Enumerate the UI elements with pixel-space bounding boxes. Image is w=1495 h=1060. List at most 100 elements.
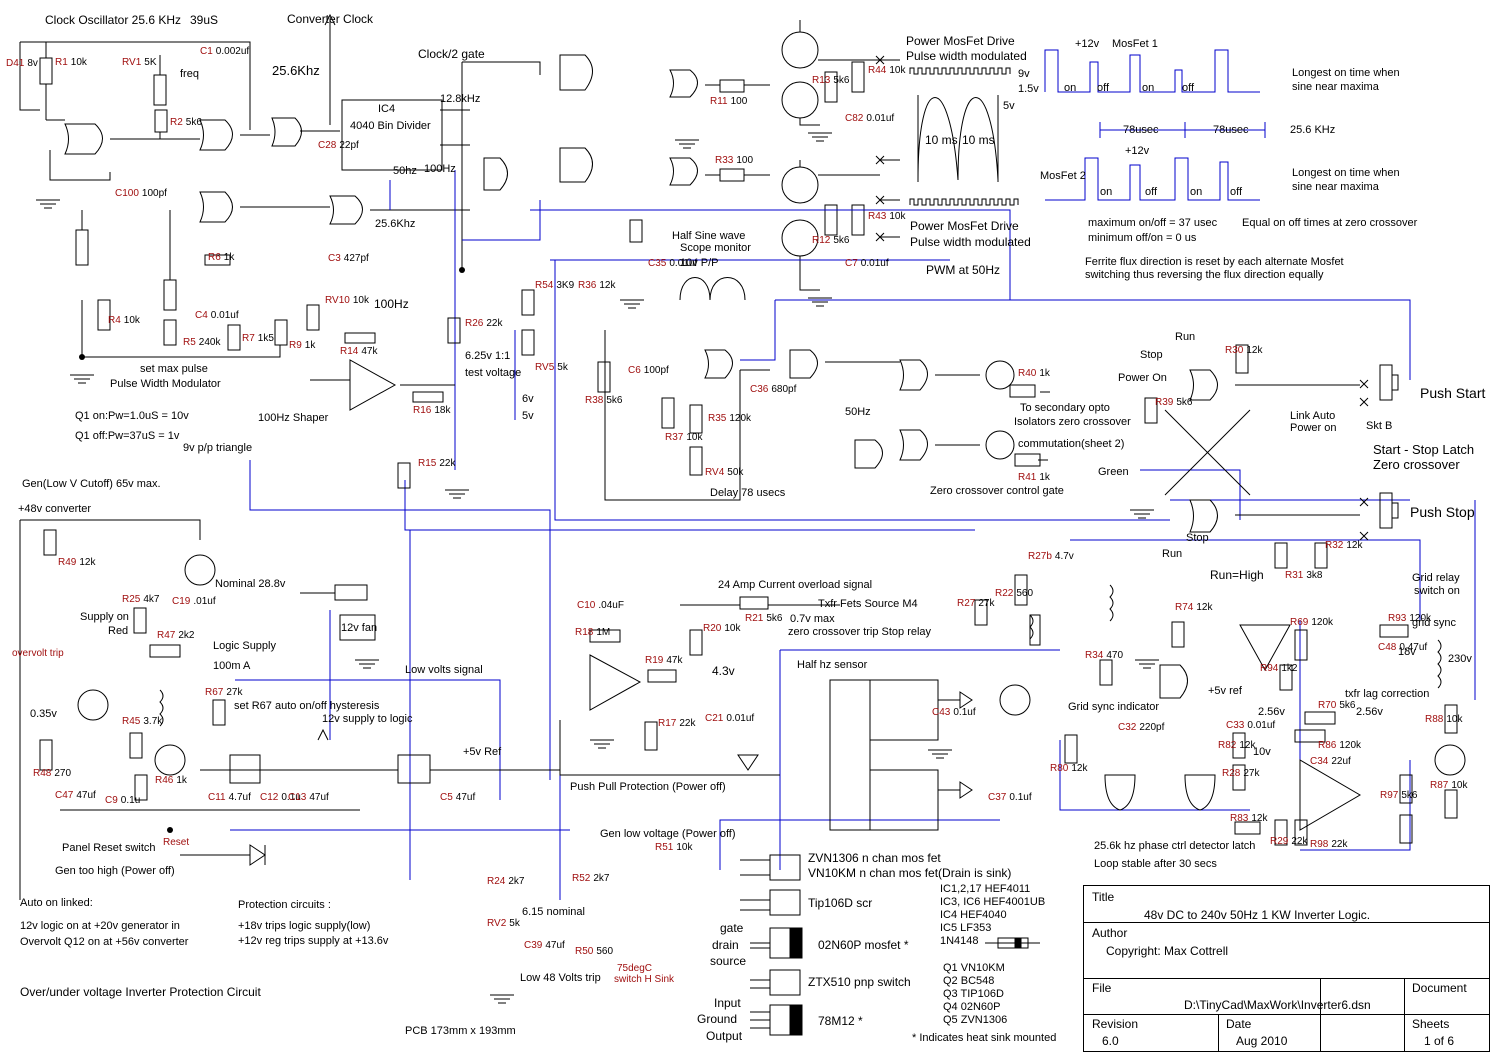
component-designator: R32 [1325,540,1344,551]
v10-label: 10v [1253,746,1271,758]
power-on-label: Power On [1118,372,1167,384]
legend-ground: Ground [697,1012,738,1026]
component-value: 18k [434,405,451,416]
grid-indicator: Grid sync indicator [1068,701,1160,713]
component-value: 27k [226,687,243,698]
component-value: 12k [1239,740,1256,751]
component-value: 0.002uf [215,46,250,57]
component-designator: C3 [328,253,341,264]
component-designator: R45 [122,716,141,727]
component-value: 3.7k [143,716,163,727]
q-list-item: Q1 VN10KM [943,962,1005,974]
txfr-lag: txfr lag correction [1345,688,1430,700]
heat-sink-note: * Indicates heat sink mounted [912,1032,1057,1044]
component-value: 0.01uf [1247,720,1276,731]
title-block: Title 48v DC to 240v 50Hz 1 KW Inverter … [1083,885,1490,1052]
component-value: 560 [596,946,614,957]
component-value: 47uf [76,790,96,801]
on-1: on [1064,82,1077,94]
component-designator: C10 [577,600,596,611]
gen-low-cutoff: Gen(Low V Cutoff) 65v max. [22,478,161,490]
component-value: 100 [736,155,754,166]
grid-relay: Grid relay [1412,572,1460,584]
component-value: 5k6 [833,75,850,86]
component-designator: RV2 [487,918,507,929]
ms10a: 10 ms [925,133,958,147]
component-designator: R9 [289,340,302,351]
component-value: 12k [1196,602,1213,613]
fan-label: 12v fan [341,622,378,634]
component-value: 10k [889,65,906,76]
component-designator: R93 [1388,613,1407,624]
low48-trip: Low 48 Volts trip [520,972,601,984]
component-value: 22k [1331,839,1348,850]
component-designator: R28 [1222,768,1241,779]
component-designator: R17 [658,718,677,729]
divider-desc: 4040 Bin Divider [350,120,431,132]
ic-list-item: 1N4148 [940,935,979,947]
component-designator: D41 [6,58,25,69]
legend-output: Output [706,1029,743,1043]
component-value: 27k [978,598,995,609]
v5-label: 5v [522,410,534,422]
ferrite1: Ferrite flux direction is reset by each … [1085,256,1344,268]
ma100: 100m A [213,660,251,672]
ref5v: +5v Ref [463,746,502,758]
ic-list: IC1,2,17 HEF4011 IC3, IC6 HEF4001UB IC4 … [940,883,1045,948]
component-value: 0.1uf [1009,792,1032,803]
component-value: 4k7 [143,594,160,605]
component-designator: C7 [845,258,858,269]
component-designator: C47 [55,790,74,801]
component-designator: C48 [1378,642,1397,653]
component-value: 1k2 [1281,663,1298,674]
legend-drain: drain [712,938,739,952]
prot-circuits: Protection circuits : [238,899,331,911]
author-value: Copyright: Max Cottrell [1106,944,1229,958]
component-designator: R48 [33,768,52,779]
q1-off-note: Q1 off:Pw=37uS = 1v [75,430,180,442]
date-value: Aug 2010 [1236,1034,1288,1048]
component-designator: C36 [750,384,769,395]
plus12-bot: +12v [1125,145,1150,157]
revision-value: 6.0 [1102,1034,1119,1048]
zc-gate-label: Zero crossover control gate [930,485,1064,497]
component-value: 10k [352,295,369,306]
component-designator: R20 [703,623,722,634]
pwm-bot: Pulse width modulated [910,235,1031,249]
q-list: Q1 VN10KM Q2 BC548 Q3 TIP106D Q4 02N60P … [943,962,1007,1027]
component-designator: R34 [1085,650,1104,661]
q-list-item: Q4 02N60P [943,1001,1001,1013]
title-value: 48v DC to 240v 50Hz 1 KW Inverter Logic. [1144,908,1371,922]
component-designator: C11 [208,792,226,803]
component-designator: C6 [628,365,641,376]
pwm50-label: PWM at 50Hz [926,263,1001,277]
opto-label: To secondary opto [1020,402,1110,414]
component-designator: R50 [575,946,594,957]
component-designator: R87 [1430,780,1449,791]
component-value: 2k2 [178,630,195,641]
overvolt-trip: overvolt trip [12,648,64,659]
zc-trip: zero crossover trip Stop relay [788,626,932,638]
component-value: 10k [1451,780,1468,791]
component-value: 100pf [141,188,167,199]
